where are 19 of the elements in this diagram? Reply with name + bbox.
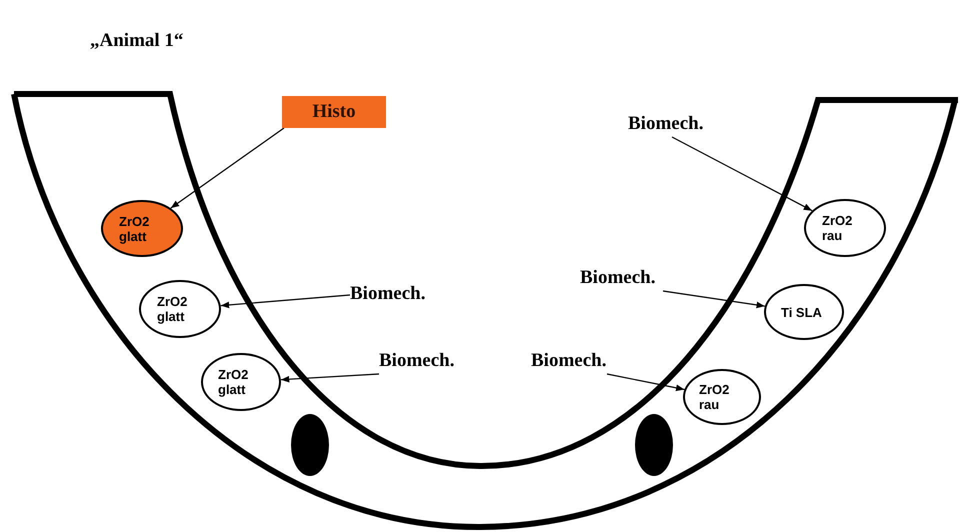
implant-circle: ZrO2 glatt — [201, 353, 281, 411]
implant-circle: ZrO2 glatt — [139, 280, 221, 338]
leader-arrow — [220, 294, 350, 308]
leader-arrow — [672, 136, 812, 212]
implant-circle: ZrO2 rau — [683, 369, 761, 425]
callout-label: Biomech. — [580, 267, 656, 289]
callout-label: Biomech. — [628, 113, 704, 135]
leader-arrow — [280, 373, 380, 383]
callout-label: Biomech. — [379, 350, 454, 372]
label-box: Histo — [282, 96, 386, 128]
leader-arrow — [662, 290, 765, 308]
implant-circle: Ti SLA — [764, 284, 844, 340]
implant-circle: ZrO2 rau — [804, 199, 886, 257]
callout-label: Biomech. — [350, 283, 426, 305]
implant-circle: ZrO2 glatt — [101, 200, 183, 257]
callout-label: Biomech. — [531, 350, 606, 372]
leader-arrow — [606, 373, 685, 392]
title: „Animal 1“ — [90, 30, 184, 52]
leader-arrow — [170, 128, 284, 209]
